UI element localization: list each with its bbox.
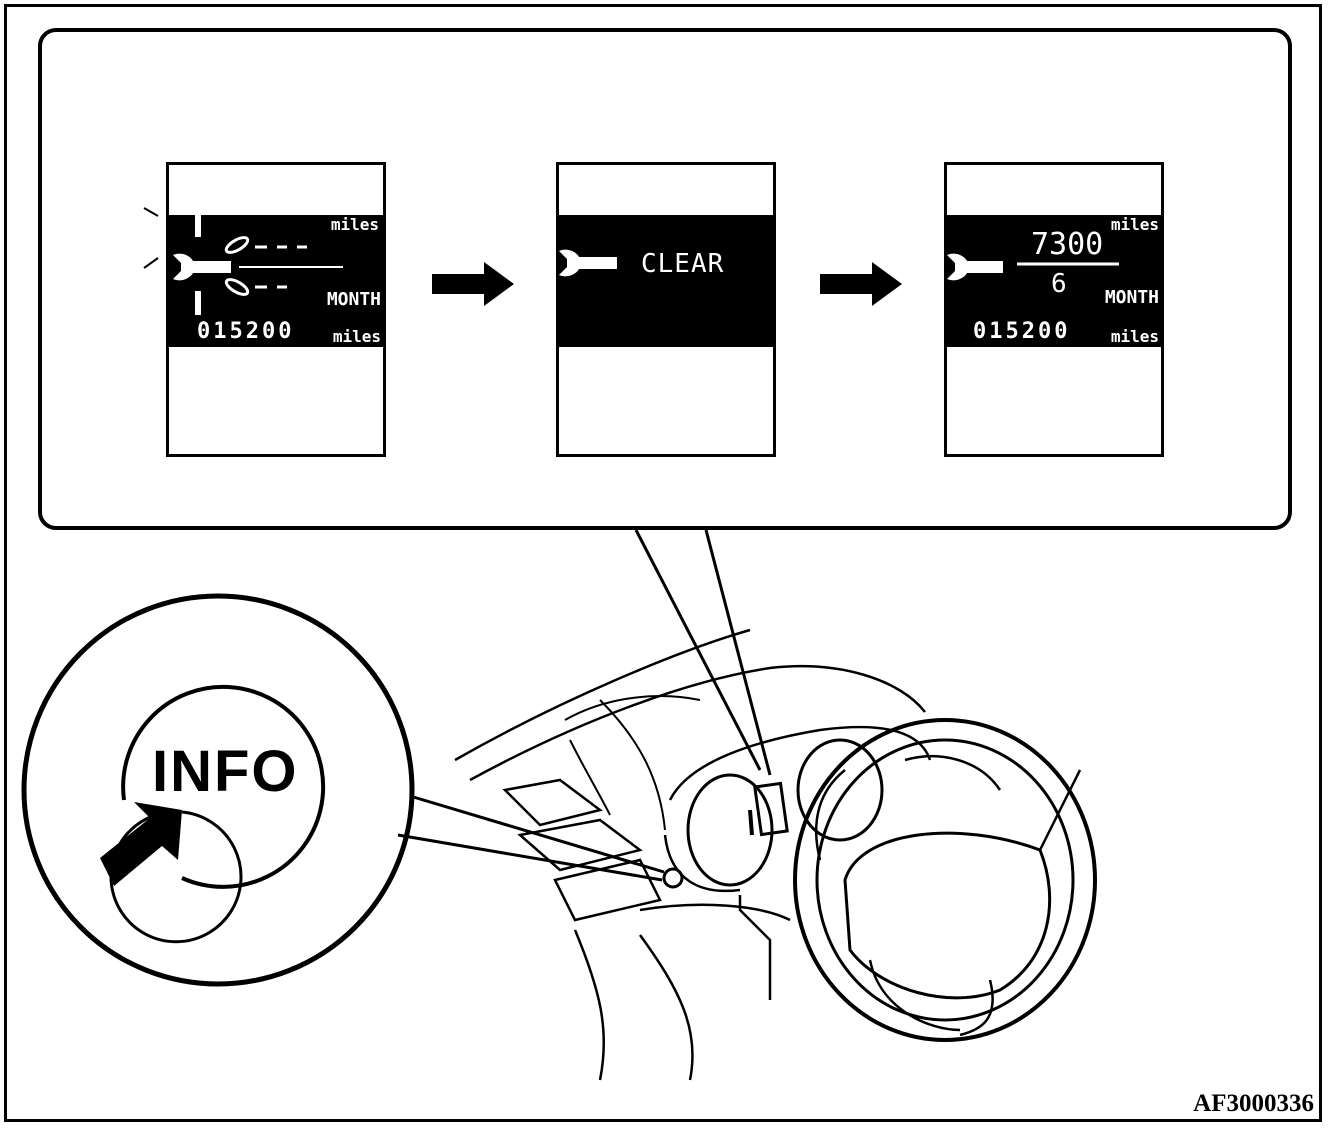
display-callout: miles MONTH 015200 miles — [38, 28, 1292, 530]
display-band: CLEAR — [559, 215, 773, 347]
wrench-icon — [947, 253, 1119, 281]
flash-marks — [143, 207, 159, 269]
display-screen-after: miles 7300 6 MONTH 015200 miles — [944, 162, 1164, 457]
figure-frame — [4, 4, 1322, 1122]
info-button-label: INFO — [152, 739, 299, 804]
wrench-icon — [173, 253, 231, 281]
months-value: 6 — [1051, 269, 1067, 299]
right-arrow-icon — [432, 262, 514, 306]
display-band: miles 7300 6 MONTH 015200 miles — [947, 215, 1161, 347]
odometer-value: 015200 — [973, 319, 1071, 344]
clear-message: CLEAR — [641, 249, 725, 279]
unit-label-top: miles — [330, 215, 379, 234]
figure-code: AF3000336 — [1193, 1090, 1314, 1117]
month-label: MONTH — [1104, 287, 1159, 308]
press-arrow-icon — [100, 802, 182, 886]
unit-label-top: miles — [1110, 215, 1159, 234]
month-label: MONTH — [326, 289, 381, 310]
odometer-value: 015200 — [197, 319, 295, 344]
display-band: miles MONTH 015200 miles — [169, 215, 383, 347]
unit-label-bottom: miles — [1110, 327, 1159, 346]
wrench-icon — [559, 249, 617, 277]
unit-label-bottom: miles — [332, 327, 381, 346]
distance-value: 7300 — [1031, 227, 1104, 262]
right-arrow-icon — [820, 262, 902, 306]
display-screen-clear: CLEAR — [556, 162, 776, 457]
display-screen-before: miles MONTH 015200 miles — [166, 162, 386, 457]
service-reminder-graphic — [173, 215, 343, 315]
